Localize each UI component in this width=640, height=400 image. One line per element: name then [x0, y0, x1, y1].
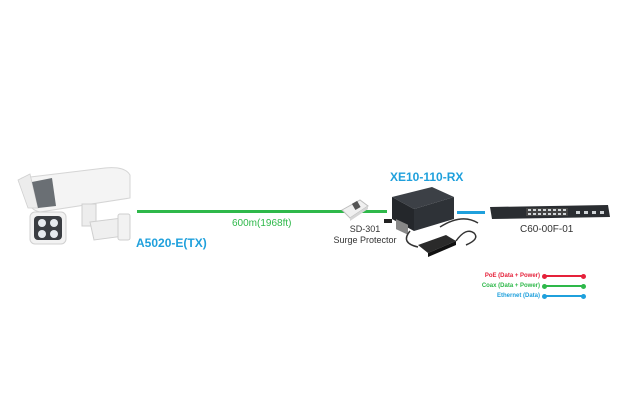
switch-label: C60-00F-01 — [520, 224, 574, 235]
camera-image — [17, 167, 131, 245]
receiver-image — [384, 187, 479, 257]
legend-coax-label: Coax (Data + Power) — [481, 283, 540, 289]
coax-link-line — [137, 210, 387, 213]
surge-model: SD-301 — [349, 224, 381, 234]
legend-coax: Coax (Data + Power) — [481, 282, 586, 290]
receiver-label: XE10-110-RX — [390, 170, 464, 184]
surge-desc: Surge Protector — [333, 235, 397, 245]
legend-ethernet: Ethernet (Data) — [496, 292, 586, 300]
switch-image — [490, 205, 610, 219]
ethernet-link-line — [457, 211, 485, 214]
camera-label: A5020-E(TX) — [136, 236, 207, 250]
legend-ethernet-line — [542, 293, 586, 299]
legend-poe-label: PoE (Data + Power) — [484, 273, 540, 279]
legend-coax-line — [542, 283, 586, 289]
surge-protector-label: SD-301 Surge Protector — [330, 224, 400, 246]
legend-ethernet-label: Ethernet (Data) — [496, 293, 540, 299]
coax-distance-label: 600m(1968ft) — [232, 218, 292, 229]
surge-protector-image — [341, 199, 369, 221]
legend-poe: PoE (Data + Power) — [484, 272, 586, 280]
legend-poe-line — [542, 273, 586, 279]
